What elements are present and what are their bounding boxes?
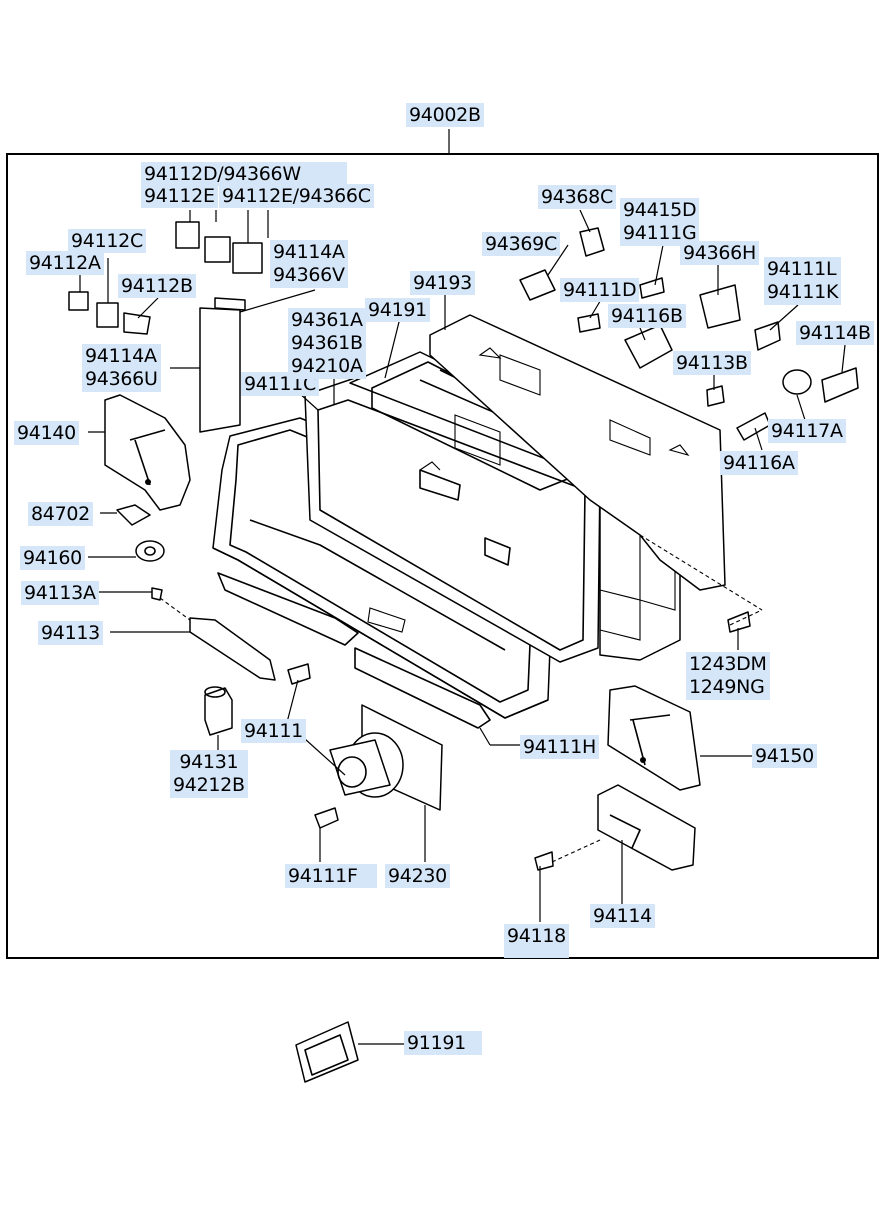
- label-94112A[interactable]: 94112A: [26, 251, 104, 275]
- label-94193[interactable]: 94193: [410, 271, 475, 295]
- label-94113B[interactable]: 94113B: [673, 351, 751, 375]
- cluster-back-plate: [429, 314, 726, 591]
- label-94140[interactable]: 94140: [14, 421, 79, 445]
- label-94111L-94111K[interactable]: 94111L 94111K: [764, 257, 842, 305]
- label-94111F[interactable]: 94111F: [285, 864, 377, 888]
- label-94113A[interactable]: 94113A: [21, 581, 99, 605]
- label-84702[interactable]: 84702: [28, 502, 93, 526]
- clip-91191: [295, 1021, 359, 1083]
- left-small-parts: [68, 221, 339, 829]
- label-94191[interactable]: 94191: [365, 298, 430, 322]
- label-94112E-94366C[interactable]: 94112E/94366C: [219, 184, 374, 208]
- label-94118[interactable]: 94118: [504, 924, 569, 958]
- right-small-parts: [519, 227, 859, 871]
- label-94116B[interactable]: 94116B: [608, 304, 686, 328]
- gauge-plate-94140: [104, 394, 191, 511]
- label-94114A-94366U[interactable]: 94114A 94366U: [82, 344, 161, 392]
- strip-94114A: [199, 307, 241, 433]
- label-94112D-94366W[interactable]: 94112D/94366W: [141, 162, 347, 186]
- gauge-plate-94150: [607, 685, 701, 791]
- assembly-frame: [6, 153, 879, 959]
- label-94415D-94111G[interactable]: 94415D 94111G: [620, 198, 700, 246]
- label-94113[interactable]: 94113: [38, 621, 103, 645]
- label-94366H[interactable]: 94366H: [680, 241, 759, 265]
- label-94131-94212B[interactable]: 94131 94212B: [170, 750, 248, 798]
- label-94111D[interactable]: 94111D: [560, 278, 640, 302]
- label-94114[interactable]: 94114: [590, 904, 655, 928]
- label-94111H[interactable]: 94111H: [520, 735, 599, 759]
- label-94112B[interactable]: 94112B: [118, 274, 196, 298]
- label-94114A-94366V[interactable]: 94114A 94366V: [270, 240, 348, 288]
- label-94230[interactable]: 94230: [385, 864, 450, 888]
- label-94114B[interactable]: 94114B: [796, 321, 874, 345]
- label-94117A[interactable]: 94117A: [768, 419, 846, 443]
- label-94112C[interactable]: 94112C: [68, 229, 146, 253]
- label-94111[interactable]: 94111: [241, 719, 306, 743]
- label-94116A[interactable]: 94116A: [720, 451, 798, 475]
- label-94369C[interactable]: 94369C: [482, 232, 560, 256]
- bracket-94114: [597, 784, 696, 871]
- speedometer-94230: [329, 704, 443, 811]
- label-1243DM-1249NG[interactable]: 1243DM 1249NG: [686, 652, 770, 700]
- label-94112E[interactable]: 94112E: [141, 184, 218, 208]
- label-91191[interactable]: 91191: [404, 1031, 482, 1055]
- label-94002B[interactable]: 94002B: [406, 103, 484, 127]
- dashed-lines: [159, 534, 763, 863]
- label-94150[interactable]: 94150: [752, 744, 817, 768]
- label-94368C[interactable]: 94368C: [538, 185, 616, 209]
- label-94361A-94361B-94210A[interactable]: 94361A 94361B 94210A: [288, 308, 366, 379]
- label-94160[interactable]: 94160: [20, 546, 85, 570]
